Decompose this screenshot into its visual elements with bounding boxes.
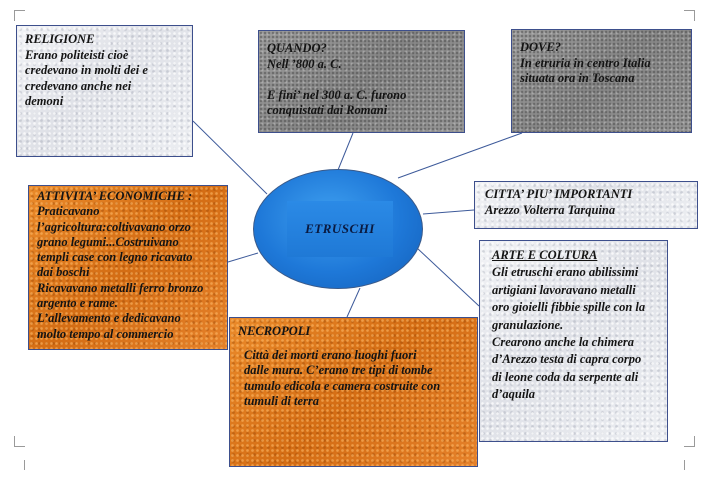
node-title: ATTIVITA’ ECONOMICHE : xyxy=(37,189,193,203)
node-text: Erano politeisti cioè credevano in molti… xyxy=(25,47,148,109)
node-arte: ARTE E COLTURA Gli etruschi erano abilis… xyxy=(479,240,668,442)
connector-arte xyxy=(416,247,480,307)
central-label: ETRUSCHI xyxy=(287,201,393,257)
node-dove: DOVE? In etruria in centro Italia situat… xyxy=(511,29,692,133)
node-citta: CITTA’ PIU’ IMPORTANTI Arezzo Volterra T… xyxy=(474,181,698,229)
connector-quando xyxy=(337,132,354,171)
page-corner-mark xyxy=(684,460,685,470)
page-corner-mark xyxy=(14,10,25,21)
connector-dove xyxy=(397,132,523,179)
node-text: Gli etruschi erano abilissimi artigiani … xyxy=(492,265,646,402)
node-text: Nell ’800 a. C. E fini’ nel 300 a. C. fu… xyxy=(267,56,407,118)
node-title: DOVE? xyxy=(520,40,561,54)
node-necropoli: NECROPOLI Città dei morti erano luoghi f… xyxy=(229,317,478,467)
connector-citta xyxy=(422,209,475,215)
page-corner-mark xyxy=(684,10,695,21)
node-text: Città dei morti erano luoghi fuori dalle… xyxy=(244,347,441,409)
page-corner-mark xyxy=(14,436,25,447)
node-quando: QUANDO? Nell ’800 a. C. E fini’ nel 300 … xyxy=(258,30,465,133)
page-corner-mark xyxy=(684,436,695,447)
node-title: RELIGIONE xyxy=(25,32,95,46)
node-title: CITTA’ PIU’ IMPORTANTI xyxy=(485,187,633,201)
node-title: QUANDO? xyxy=(267,41,327,55)
node-title: ARTE E COLTURA xyxy=(492,248,598,262)
node-attivita: ATTIVITA’ ECONOMICHE : Praticavano l’agr… xyxy=(28,185,228,350)
connector-religione xyxy=(192,120,268,195)
connector-attivita xyxy=(227,252,259,263)
node-text: Praticavano l’agricoltura:coltivavano or… xyxy=(37,204,204,341)
node-text: Arezzo Volterra Tarquina xyxy=(485,202,616,217)
node-religione: RELIGIONE Erano politeisti cioè credevan… xyxy=(16,25,193,157)
node-text: In etruria in centro Italia situata ora … xyxy=(520,55,651,86)
connector-necropoli xyxy=(346,287,361,318)
node-title: NECROPOLI xyxy=(238,324,311,338)
page-corner-mark xyxy=(24,460,25,470)
